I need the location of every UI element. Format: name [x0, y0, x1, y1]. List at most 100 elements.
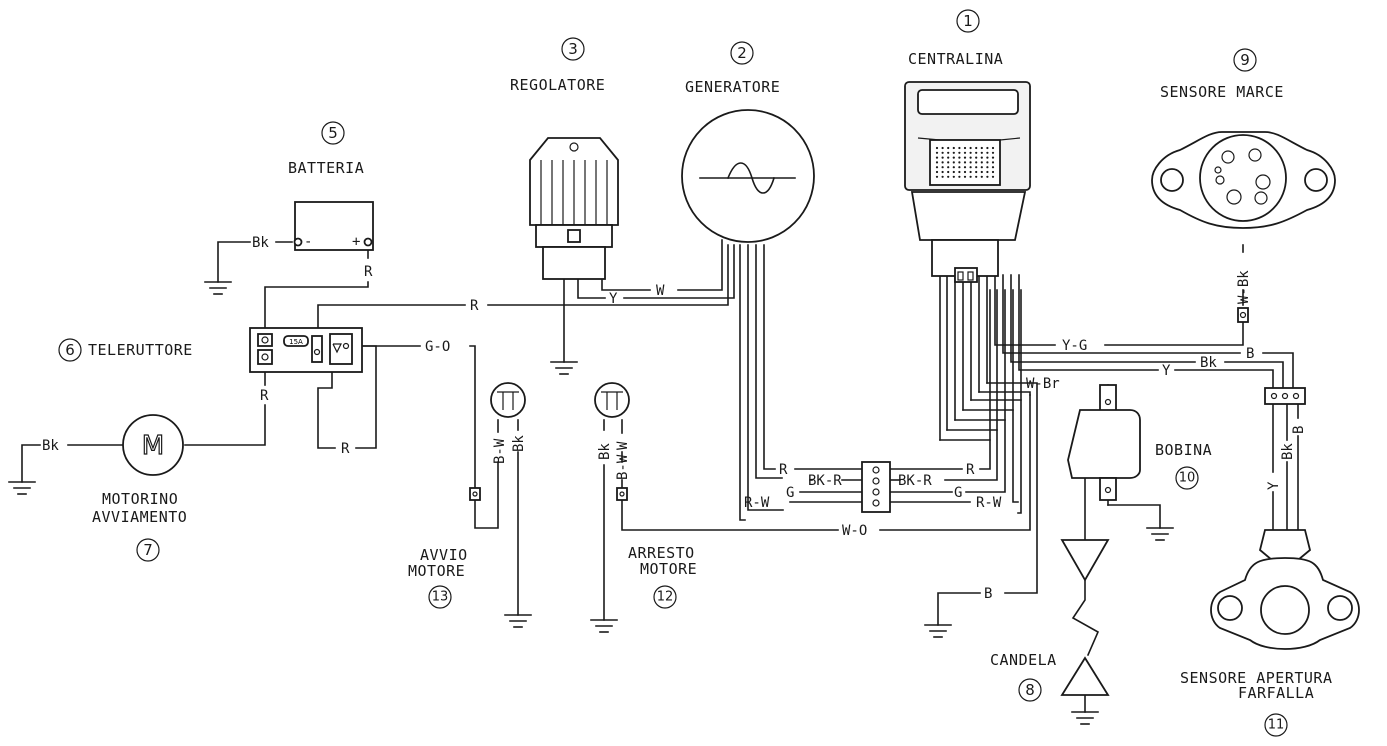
wire-label: B-W [615, 454, 631, 480]
wire-label: R [779, 462, 788, 478]
wire-label: Bk [1280, 443, 1296, 460]
ecu-pin [986, 146, 989, 150]
ecu-pin [947, 151, 950, 154]
starter-label-line1: MOTORINO [102, 490, 178, 508]
ecu-pin [958, 151, 961, 154]
ground-icon-regulator [550, 361, 578, 375]
ecu-pin [991, 156, 995, 159]
wire-label: R [966, 462, 975, 478]
ecu-pin [963, 156, 967, 159]
ecu-number: 1 [963, 12, 973, 30]
ecu-pin [980, 170, 983, 174]
ecu-pin [980, 161, 983, 164]
throttle-position-sensor [1210, 529, 1360, 650]
ground-icon-stop-switch [590, 619, 618, 633]
ecu-pin [963, 175, 967, 178]
gear-sensor [1151, 131, 1336, 323]
wire-label: R-W [744, 495, 770, 511]
ecu-pin [986, 156, 989, 159]
starter-label-line2: AVVIAMENTO [92, 508, 187, 526]
battery-positive-label: + [352, 234, 360, 250]
ecu-pin [952, 175, 955, 178]
wire-label: B-W [492, 438, 508, 464]
ecu-pin [963, 166, 967, 169]
tps-connector [1264, 387, 1306, 405]
wire-label: G-O [425, 339, 450, 355]
ecu-label: CENTRALINA [908, 50, 1003, 68]
ecu-pin [941, 161, 944, 164]
start-button-number: 13 [432, 590, 449, 605]
ecu-pin [963, 151, 967, 154]
wire-label: W-Br [1026, 376, 1060, 392]
wire-label: B [1246, 346, 1254, 362]
stop-switch-label-line2: MOTORE [640, 560, 697, 578]
regulator-label: REGOLATORE [510, 76, 605, 94]
relay: 15A [249, 327, 363, 373]
ecu-pin [941, 146, 944, 150]
ecu-pin [991, 161, 995, 164]
generator-number: 2 [737, 44, 747, 62]
wire-label: Bk [252, 235, 269, 251]
wire-label: Bk [511, 435, 527, 452]
ecu-pin [947, 175, 950, 178]
ignition-coil [1067, 384, 1141, 501]
wire-label: W [615, 441, 631, 450]
ecu-pin [952, 146, 955, 150]
fuse-label: 15A [289, 338, 303, 346]
motor-symbol: M [142, 431, 164, 461]
ecu-pin [969, 175, 972, 178]
starter-motor: M [122, 414, 184, 476]
wire-label: R [260, 388, 269, 404]
ecu-pin [941, 170, 944, 174]
spark-plug-number: 8 [1025, 681, 1035, 699]
throttle-sensor-label-line1: SENSORE APERTURA [1180, 669, 1333, 687]
ground-icon-ecu [924, 624, 952, 638]
ecu-pin [935, 146, 939, 150]
ecu-pin [975, 166, 978, 169]
ecu-pin [986, 166, 989, 169]
generator-label: GENERATORE [685, 78, 780, 96]
ecu-pin [941, 151, 944, 154]
ecu-pin [935, 170, 939, 174]
ecu-pin [969, 156, 972, 159]
wire-label: Bk [597, 443, 613, 460]
gear-sensor-number: 9 [1240, 51, 1250, 69]
ecu-pin [986, 151, 989, 154]
ecu-pin [947, 146, 950, 150]
ecu-pin [952, 161, 955, 164]
ecu-pin [935, 151, 939, 154]
ecu-pin [975, 151, 978, 154]
ecu-pin [969, 170, 972, 174]
ecu-pin [935, 161, 939, 164]
generator [681, 109, 815, 243]
ecu-pin [969, 151, 972, 154]
ecu-pin [991, 166, 995, 169]
ecu-pin [991, 146, 995, 150]
ecu-pin [952, 156, 955, 159]
ecu-pin [935, 156, 939, 159]
ecu-pin [947, 166, 950, 169]
ecu-pin [980, 156, 983, 159]
wire-label: G [786, 485, 794, 501]
ecu-pin [958, 146, 961, 150]
voltage-regulator [529, 137, 619, 280]
wire-label: B [1291, 426, 1307, 434]
ecu-pin [963, 161, 967, 164]
wire-label: BK-R [808, 473, 842, 489]
battery: - + [293, 201, 374, 251]
wire-label: R-W [976, 495, 1002, 511]
wire-label: BK-R [898, 473, 932, 489]
ground-icon-battery [204, 281, 232, 295]
wires [21, 239, 1299, 713]
wire-label: Y [1162, 363, 1171, 379]
ecu-pin [947, 156, 950, 159]
ecu-pin [969, 146, 972, 150]
ecu-pin [975, 156, 978, 159]
battery-number: 5 [328, 124, 338, 142]
ground-icon-coil [1146, 527, 1174, 541]
start-button-label-line1: AVVIO [420, 546, 468, 564]
wire-label: W-Bk [1236, 270, 1252, 304]
ecu-pin [980, 151, 983, 154]
